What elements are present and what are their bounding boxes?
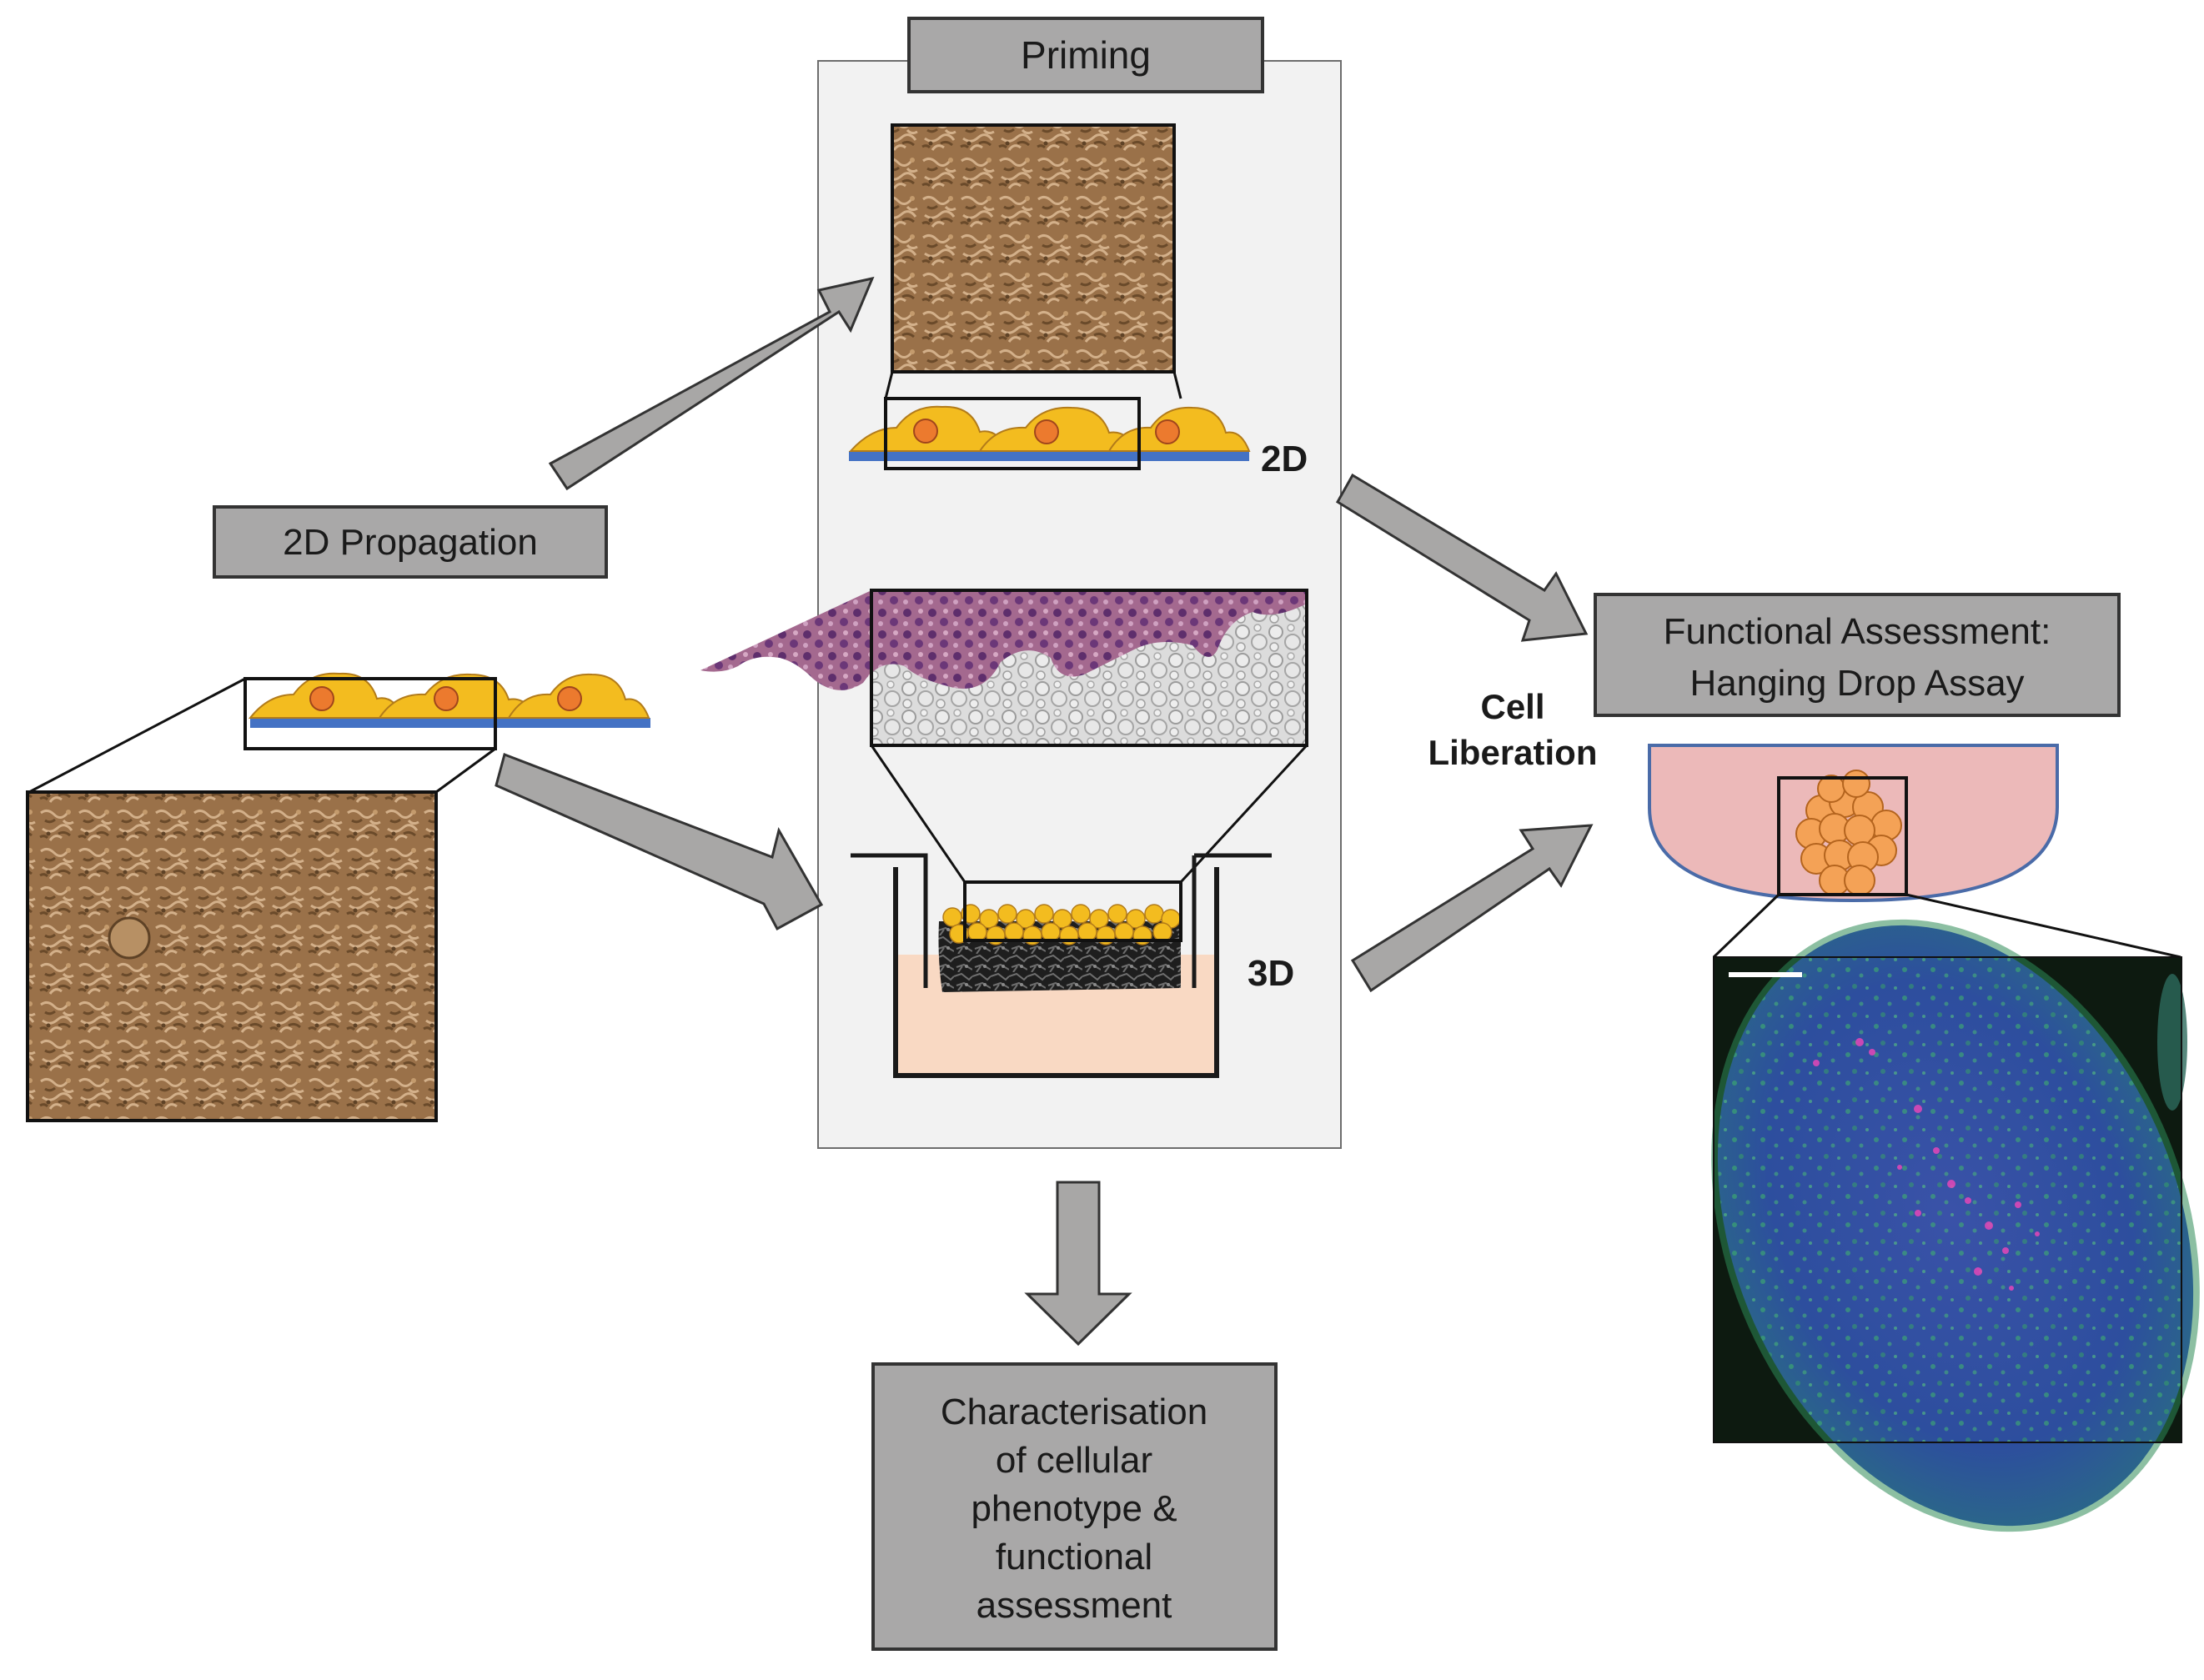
zoom-box-3d [963, 880, 1182, 942]
substrate-2d [849, 451, 1249, 461]
priming-label-box: Priming [907, 17, 1264, 93]
zoom-lines-3d [870, 744, 1308, 884]
spheroid-cells [1795, 770, 1902, 896]
seeded-cells [942, 904, 1181, 945]
cell-nucleus [1034, 419, 1059, 444]
propagation-culture [243, 672, 650, 750]
label-2d: 2D [1261, 439, 1308, 479]
cell-nucleus [557, 686, 582, 711]
insert-outline [851, 853, 1272, 988]
cell-liberation-line2: Liberation [1428, 733, 1597, 772]
arrow-3d-to-functional [1350, 824, 1594, 993]
zoom-box-2d [884, 397, 1141, 470]
functional-label-line2: Hanging Drop Assay [1689, 663, 2024, 704]
arrow-down-to-characterisation [1024, 1181, 1132, 1347]
functional-label-line1: Functional Assessment: [1664, 611, 2051, 652]
cell-body [978, 406, 1140, 452]
zoom-lines-propagation [28, 677, 496, 794]
arrow-2d-to-functional [1335, 473, 1589, 642]
well-outline [893, 867, 1219, 1078]
characterisation-line4: functional [996, 1537, 1152, 1577]
zoom-box-spheroid [1777, 776, 1908, 896]
spheroid-fluorescence-image [1711, 919, 2200, 1532]
arrow-propagation-to-2d [548, 276, 875, 491]
characterisation-label-box: Characterisation of cellular phenotype &… [871, 1362, 1278, 1651]
cell-liberation-line1: Cell [1480, 687, 1544, 726]
cell-nucleus [1155, 419, 1180, 444]
priming-3d-histology [700, 589, 1308, 747]
propagation-micrograph [26, 790, 438, 1122]
label-3d: 3D [1248, 953, 1294, 994]
priming-2d-micrograph [891, 123, 1176, 374]
characterisation-line3: phenotype & [971, 1488, 1177, 1529]
characterisation-line1: Characterisation [941, 1392, 1207, 1432]
cell-body [378, 673, 540, 719]
zoom-lines-2d [884, 371, 1182, 399]
micrograph-cell-colony [108, 916, 151, 960]
characterisation-line2: of cellular [996, 1440, 1152, 1481]
functional-label-box: Functional Assessment: Hanging Drop Assa… [1594, 593, 2121, 717]
priming-3d-culture [851, 853, 1272, 1078]
cell-nucleus [309, 686, 334, 711]
zoom-box-propagation [243, 677, 497, 750]
priming-2d-culture [848, 397, 1251, 470]
priming-label: Priming [1021, 33, 1151, 77]
histology-cell-layer [700, 590, 1307, 690]
scale-bar [1729, 972, 1802, 977]
substrate-propagation [250, 718, 650, 728]
cell-nucleus [913, 419, 938, 444]
characterisation-line5: assessment [976, 1585, 1172, 1626]
zoom-lines-spheroid [1712, 893, 2181, 959]
propagation-label-box: 2D Propagation [213, 505, 608, 579]
propagation-label: 2D Propagation [283, 522, 538, 563]
cell-nucleus [434, 686, 459, 711]
arrow-propagation-to-3d [495, 753, 824, 931]
